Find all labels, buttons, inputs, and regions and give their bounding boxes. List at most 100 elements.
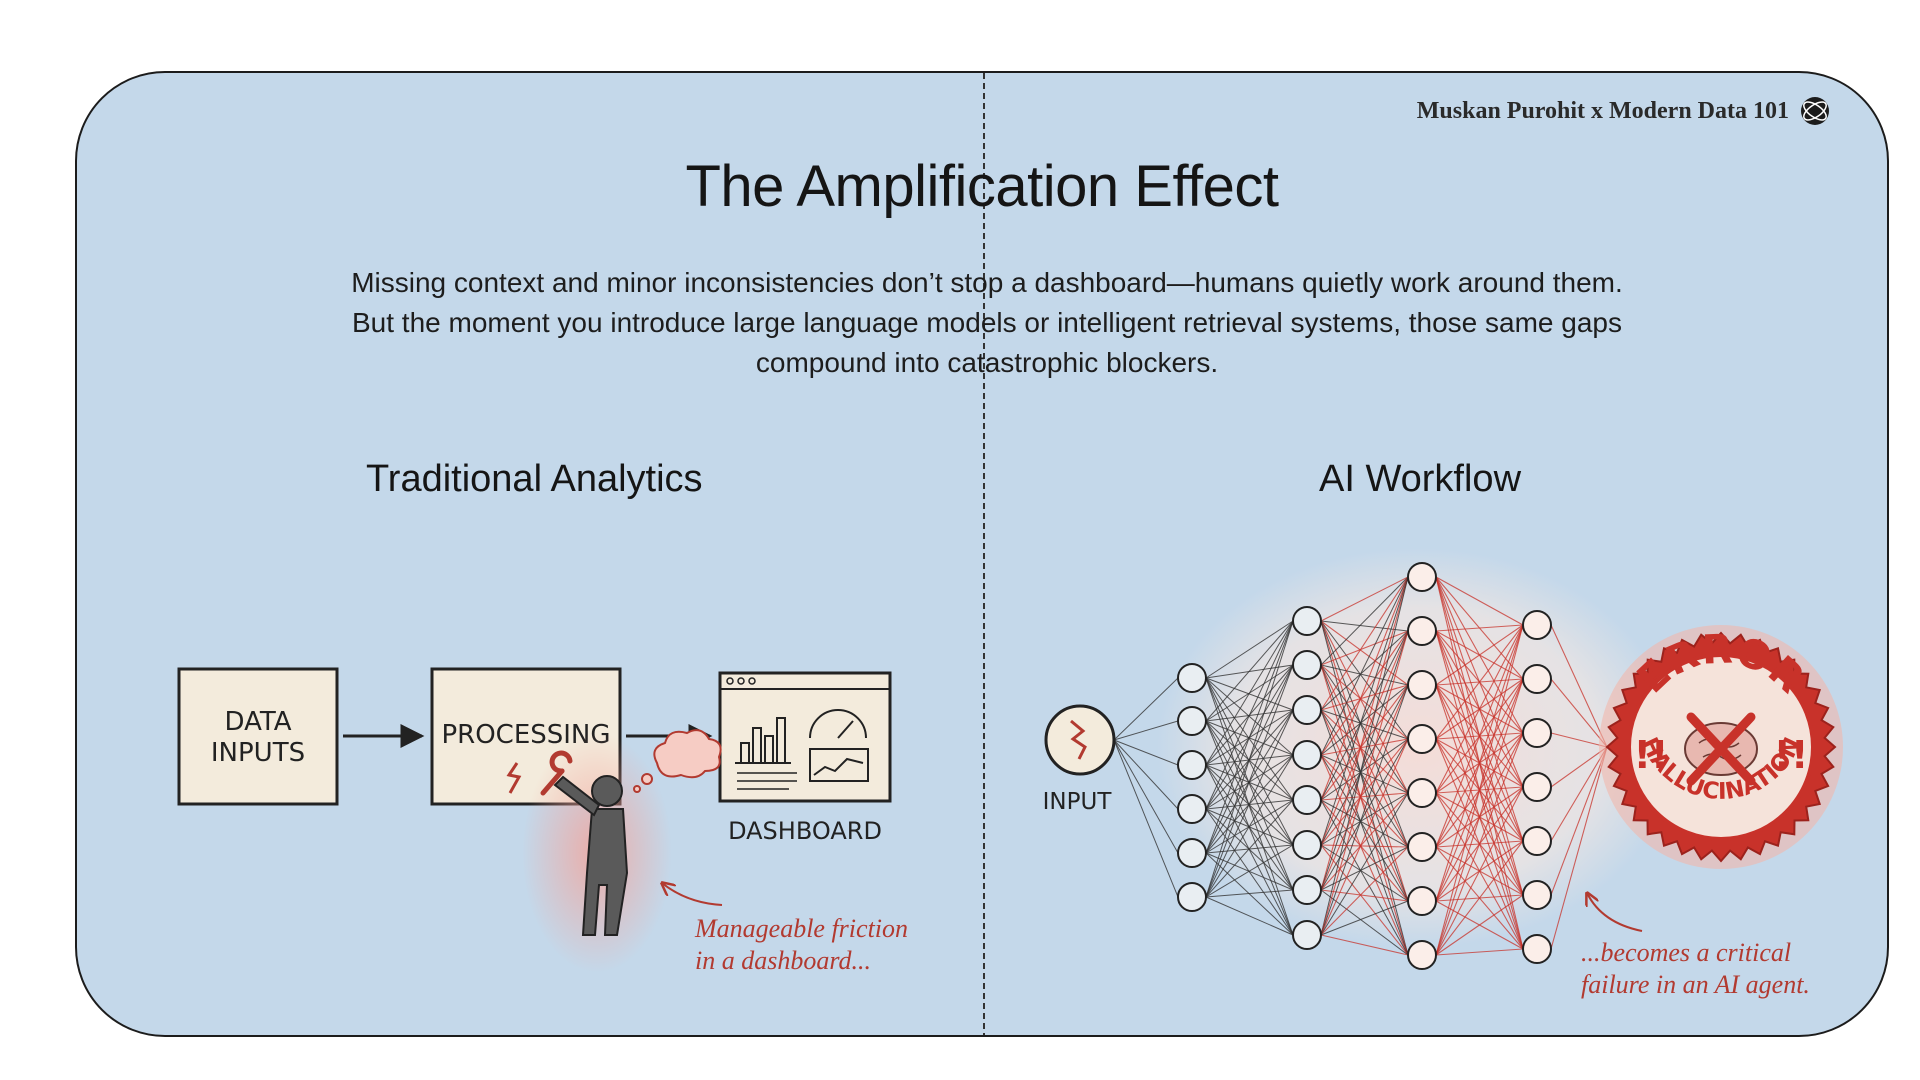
network-edge xyxy=(1320,799,1409,848)
network-node xyxy=(1177,882,1207,912)
network-edge xyxy=(1320,846,1409,936)
network-edge xyxy=(1113,739,1179,810)
network-edge xyxy=(1550,746,1608,788)
right-annotation-line1: ...becomes a critical xyxy=(1581,938,1792,967)
network-edge xyxy=(1435,624,1524,740)
slide-card: Muskan Purohit x Modern Data 101 The Amp… xyxy=(75,71,1889,1037)
network-edge xyxy=(1435,624,1524,686)
brand-credit: Muskan Purohit x Modern Data 101 xyxy=(1417,95,1831,127)
network-edge xyxy=(1320,576,1409,622)
network-edge xyxy=(1320,576,1409,846)
network-edge xyxy=(1320,934,1409,956)
data-inputs-line1: DATA xyxy=(225,707,292,737)
network-edge xyxy=(1205,754,1294,898)
network-node xyxy=(1292,740,1322,770)
network-node xyxy=(1177,663,1207,693)
crack-icon xyxy=(506,762,522,794)
network-node xyxy=(1407,940,1437,970)
network-node xyxy=(1522,772,1552,802)
network-edge xyxy=(1435,786,1524,956)
network-node xyxy=(1407,724,1437,754)
network-edge xyxy=(1320,630,1409,846)
network-node xyxy=(1522,664,1552,694)
network-node xyxy=(1522,610,1552,640)
network-node xyxy=(1177,838,1207,868)
network-edge xyxy=(1320,684,1409,756)
network-edge xyxy=(1113,739,1179,854)
network-edge xyxy=(1205,620,1294,679)
stamp-marks-left: !! xyxy=(1634,733,1669,777)
network-edge xyxy=(1320,792,1409,936)
network-edge xyxy=(1435,678,1524,956)
network-edge xyxy=(1435,624,1524,902)
network-nodes xyxy=(1177,562,1552,970)
section-divider xyxy=(983,73,985,1035)
cross-icon xyxy=(1686,712,1756,786)
network-node xyxy=(1407,778,1437,808)
network-edge xyxy=(1320,889,1409,956)
network-edge xyxy=(1550,746,1608,950)
network-edge xyxy=(1550,746,1608,896)
network-edge xyxy=(1205,620,1294,898)
input-crack-icon xyxy=(1070,719,1087,760)
diagram-canvas: DATA INPUTS PROCESSING xyxy=(177,548,1843,973)
network-node xyxy=(1407,562,1437,592)
left-note-arrow xyxy=(662,883,723,906)
network-edge xyxy=(1320,684,1409,801)
network-edge xyxy=(1320,630,1409,936)
network-node xyxy=(1177,706,1207,736)
network-edge xyxy=(1320,754,1409,956)
gauge-icon xyxy=(809,709,867,739)
network-edge xyxy=(1435,576,1524,626)
network-node xyxy=(1292,695,1322,725)
network-edge xyxy=(1205,889,1294,898)
network-edge xyxy=(1550,732,1608,748)
network-edge xyxy=(1320,799,1409,956)
network-edge xyxy=(1205,620,1294,854)
network-edge xyxy=(1320,738,1409,846)
error-stamp: ERROR HALLUCINATION !! !! xyxy=(1599,625,1843,869)
network-edge xyxy=(1320,709,1409,956)
network-node xyxy=(1292,650,1322,680)
network-edge xyxy=(1320,738,1409,891)
network-node xyxy=(1177,750,1207,780)
network-edge xyxy=(1435,624,1524,956)
left-annotation-line1: Manageable friction xyxy=(695,914,909,943)
network-edge xyxy=(1320,738,1409,801)
network-node xyxy=(1407,670,1437,700)
network-edge xyxy=(1320,709,1409,902)
network-edge xyxy=(1550,746,1608,842)
network-node xyxy=(1292,606,1322,636)
network-edge xyxy=(1435,840,1524,956)
network-node xyxy=(1407,886,1437,916)
stamp-marks-right: !! xyxy=(1774,733,1809,777)
network-edge xyxy=(1205,799,1294,898)
network-edge xyxy=(1320,576,1409,756)
network-node xyxy=(1292,920,1322,950)
left-section-title: Traditional Analytics xyxy=(366,458,703,500)
network-edge xyxy=(1435,948,1524,956)
right-note-arrow xyxy=(1587,893,1643,932)
network-edge xyxy=(1205,620,1294,810)
network-edge xyxy=(1320,576,1409,891)
network-edge xyxy=(1550,678,1608,748)
network-edge xyxy=(1205,844,1294,898)
input-node xyxy=(1044,704,1116,776)
network-edge xyxy=(1435,624,1524,848)
network-edge xyxy=(1550,624,1608,748)
network-edge xyxy=(1113,720,1179,741)
network-edge xyxy=(1320,684,1409,891)
network-edge xyxy=(1320,684,1409,711)
left-annotation: Manageable friction in a dashboard... xyxy=(695,913,908,977)
wrench-icon xyxy=(540,750,573,796)
network-node xyxy=(1407,832,1437,862)
network-edge xyxy=(1205,709,1294,898)
network-node xyxy=(1522,826,1552,856)
right-annotation-line2: failure in an AI agent. xyxy=(1581,970,1810,999)
network-edge xyxy=(1320,709,1409,740)
network-edge xyxy=(1320,684,1409,846)
network-edge xyxy=(1320,709,1409,848)
network-node xyxy=(1522,880,1552,910)
right-annotation: ...becomes a critical failure in an AI a… xyxy=(1581,937,1810,1001)
network-edge xyxy=(1320,576,1409,666)
